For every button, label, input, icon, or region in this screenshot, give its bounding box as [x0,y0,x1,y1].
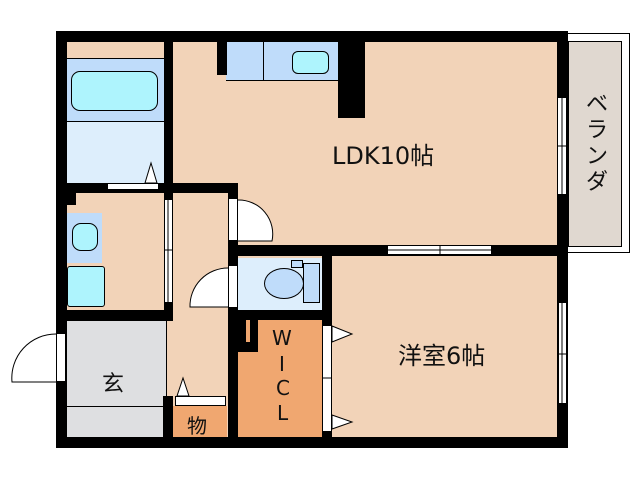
wic-label-c: C [276,376,290,400]
ldk-label: LDK10帖 [332,142,435,170]
entrance-door-opening[interactable] [56,333,66,382]
wall-storage-left [163,396,173,448]
bathtub-icon [71,71,158,111]
wall-toilet-bottom [228,310,332,320]
washbasin-icon [72,223,98,251]
wall-right [557,31,568,448]
wall-bottom [56,437,568,448]
wall-kitchen-pillar [338,41,365,118]
genkan-side-line [166,320,167,398]
wall-bath-right [164,31,173,193]
wic-label-i: I [279,352,285,376]
wall-top [56,31,568,42]
storage-floor [173,406,227,438]
bath-door-opening[interactable] [107,183,159,190]
washing-machine-icon [67,266,105,307]
wic-label-w: W [272,326,292,350]
veranda-floor [568,41,622,247]
kitchen-divider [263,41,264,81]
wall-kitchen-left [217,41,227,75]
toilet-lid-icon [291,260,303,268]
wall-wash-pillar [66,193,76,205]
bedroom-label: 洋室6帖 [398,342,486,370]
wic-pillar-inner [246,320,250,342]
ldk-door-opening[interactable] [228,198,238,241]
wall-wash-bottom [56,310,173,321]
genkan-step-line [66,406,164,407]
wic-label-l: L [277,401,289,425]
genkan-floor [66,320,166,438]
storage-door-opening[interactable] [175,396,226,406]
toilet-door-opening[interactable] [228,265,238,308]
veranda-label: ベランダ [586,92,609,195]
kitchen-counter [226,41,338,81]
wall-left [56,31,67,448]
toilet-bowl-icon [264,268,304,299]
sink-icon [292,51,329,74]
genkan-label: 玄 [102,372,125,397]
storage-label: 物 [187,414,207,438]
